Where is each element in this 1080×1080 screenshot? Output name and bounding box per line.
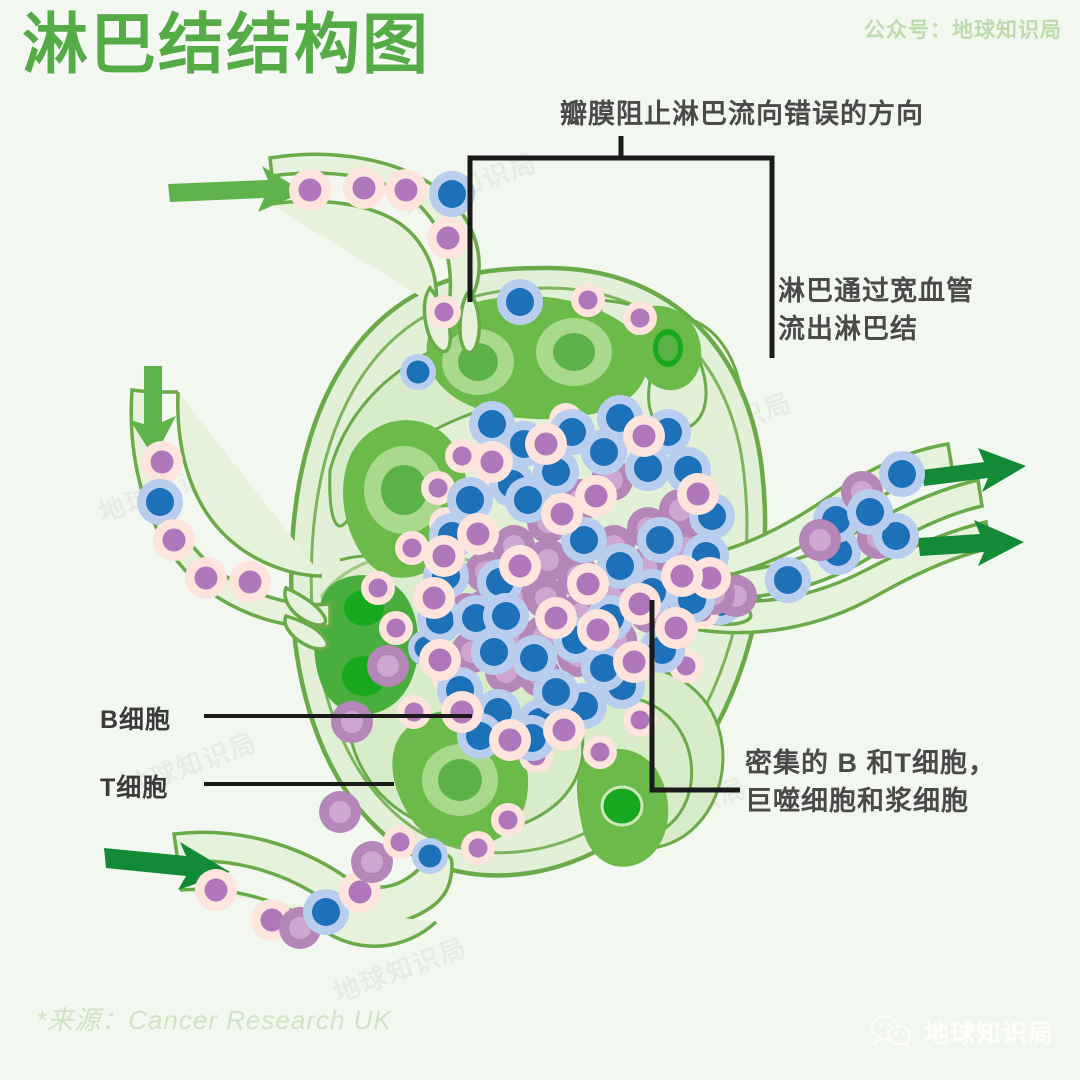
wechat-icon	[870, 1015, 914, 1049]
brand-footer: 地球知识局	[870, 1014, 1054, 1050]
leader-lines	[204, 136, 775, 793]
dense-leader	[649, 600, 740, 793]
annotation-valve: 瓣膜阻止淋巴流向错误的方向	[560, 99, 924, 129]
arrow-afferent-bottom-left	[104, 842, 230, 890]
page-title: 淋巴结结构图	[22, 7, 430, 81]
flow-arrows	[104, 166, 1026, 890]
arrow-efferent-upper-right	[922, 448, 1026, 492]
annotation-efferent-vessel: 淋巴通过宽血管 流出淋巴结	[778, 276, 974, 345]
brand-name: 地球知识局	[923, 1020, 1054, 1048]
arrow-efferent-lower-right	[918, 520, 1024, 566]
annotation-t-cell: T细胞	[100, 774, 169, 802]
wechat-handle-top: 公众号：地球知识局	[864, 19, 1062, 42]
source-credit: *来源：Cancer Research UK	[36, 1005, 392, 1035]
annotation-dense-cells: 密集的 B 和T细胞， 巨噬细胞和浆细胞	[745, 748, 996, 817]
arrow-afferent-top-left	[168, 166, 304, 212]
annotation-b-cell: B细胞	[100, 706, 172, 734]
arrow-afferent-mid-left	[130, 366, 176, 458]
